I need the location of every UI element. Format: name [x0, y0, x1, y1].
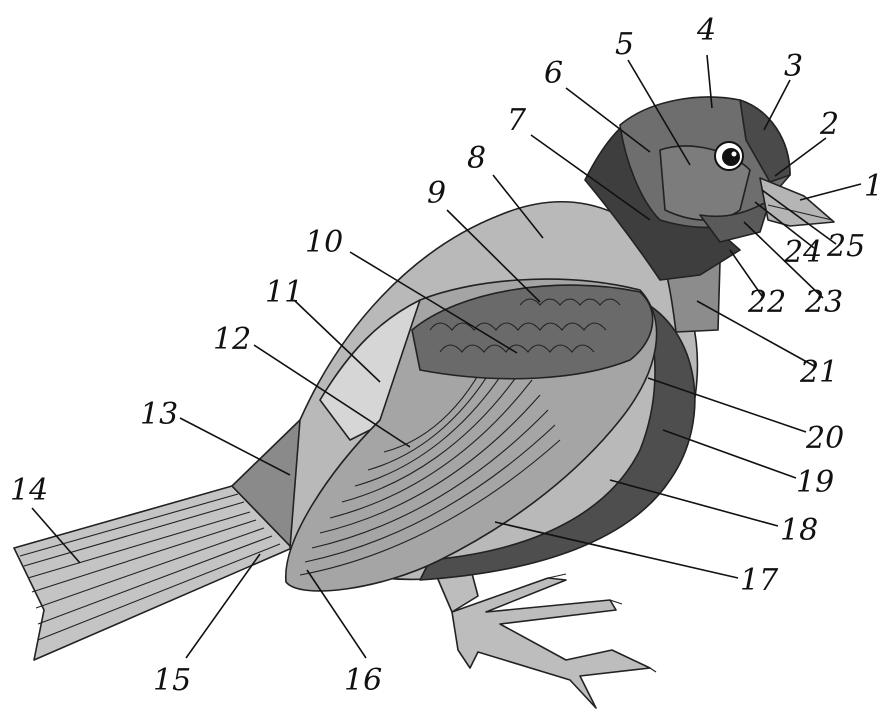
label-6: 6: [544, 56, 563, 91]
label-19: 19: [796, 465, 834, 500]
label-1: 1: [864, 169, 883, 204]
label-2: 2: [819, 107, 839, 142]
label-23: 23: [804, 285, 843, 320]
label-24: 24: [783, 235, 822, 270]
label-22: 22: [747, 285, 786, 320]
eye: [715, 142, 743, 170]
label-16: 16: [344, 663, 382, 698]
tail-feathers: [14, 486, 292, 660]
label-8: 8: [467, 141, 486, 176]
legs-and-feet: [434, 566, 656, 708]
label-13: 13: [140, 397, 178, 432]
label-7: 7: [507, 103, 527, 138]
label-10: 10: [305, 225, 343, 260]
label-20: 20: [805, 421, 844, 456]
label-18: 18: [780, 513, 818, 548]
label-12: 12: [213, 322, 251, 357]
bird-illustration: [14, 97, 834, 708]
label-4: 4: [696, 13, 716, 48]
label-25: 25: [826, 229, 865, 264]
label-14: 14: [10, 473, 48, 508]
label-17: 17: [740, 563, 779, 598]
label-9: 9: [427, 176, 446, 211]
label-5: 5: [615, 27, 634, 62]
label-21: 21: [799, 355, 838, 390]
label-11: 11: [265, 275, 303, 310]
beak: [760, 178, 834, 226]
label-15: 15: [153, 663, 191, 698]
label-3: 3: [784, 49, 803, 84]
